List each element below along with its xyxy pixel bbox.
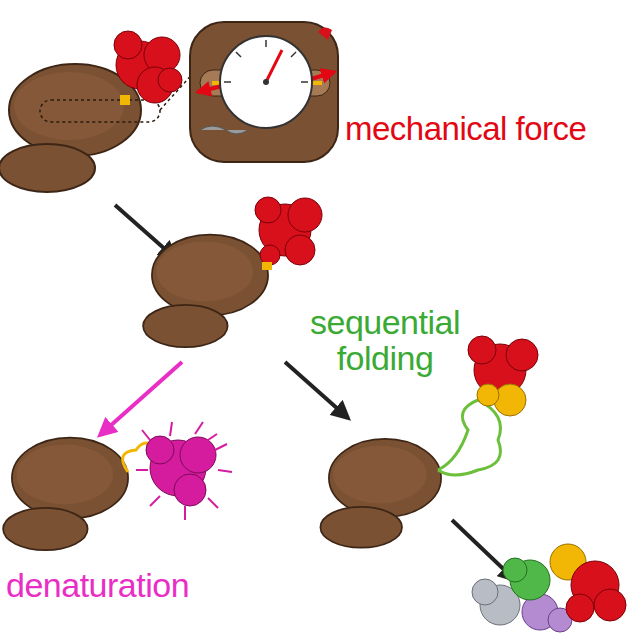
folding-protein bbox=[438, 336, 538, 475]
denatured-protein bbox=[123, 422, 232, 520]
force-gauge-inset bbox=[190, 22, 338, 162]
folded-protein bbox=[472, 544, 626, 632]
ribosome bbox=[320, 439, 441, 548]
ribosome bbox=[143, 235, 268, 348]
ribosome bbox=[0, 60, 205, 192]
caption-label: mechanical force bbox=[345, 112, 635, 147]
nascent-protein bbox=[255, 197, 322, 270]
caption-label: sequential folding bbox=[290, 305, 480, 376]
caption-label: denaturation bbox=[6, 568, 246, 604]
ribosome bbox=[3, 438, 128, 551]
arrow bbox=[100, 362, 182, 435]
nascent-protein bbox=[114, 31, 182, 105]
